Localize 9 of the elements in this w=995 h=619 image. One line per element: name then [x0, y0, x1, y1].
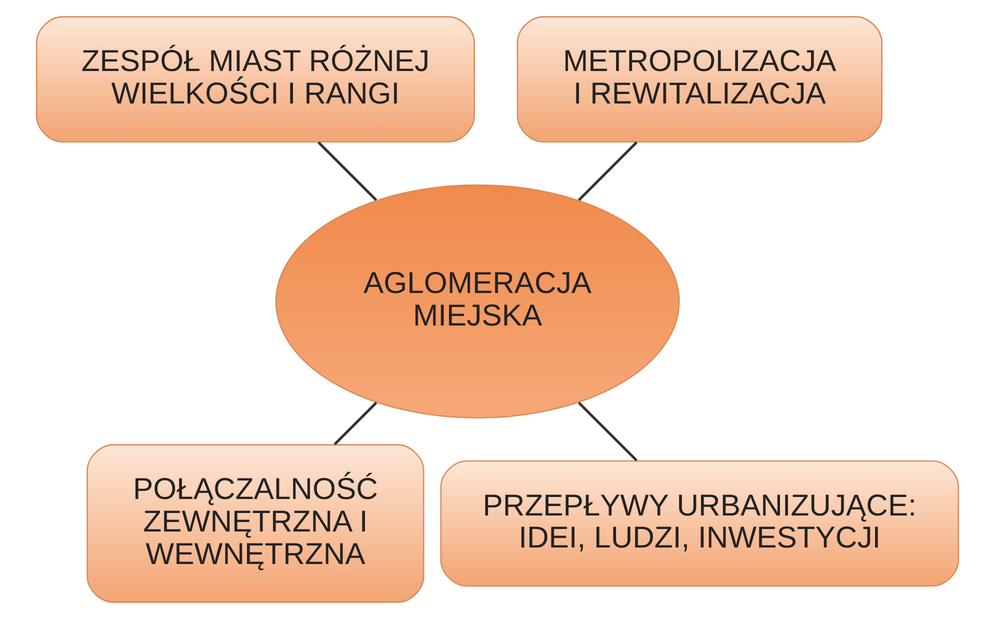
connector [578, 141, 638, 202]
node-box: PRZEPŁYWY URBANIZUJĄCE: IDEI, LUDZI, INWESTYCJI [440, 460, 960, 587]
node-box: POŁĄCZALNOŚĆ ZEWNĘTRZNA I WEWNĘTRZNA [86, 444, 424, 603]
connector [318, 141, 378, 202]
connector [334, 402, 378, 446]
node-ellipse: AGLOMERACJA MIEJSKA [275, 184, 680, 418]
connector [578, 402, 638, 462]
node-box: ZESPÓŁ MIAST RÓŻNEJ WIELKOŚCI I RANGI [36, 16, 475, 142]
node-box: METROPOLIZACJA I REWITALIZACJA [516, 16, 882, 142]
